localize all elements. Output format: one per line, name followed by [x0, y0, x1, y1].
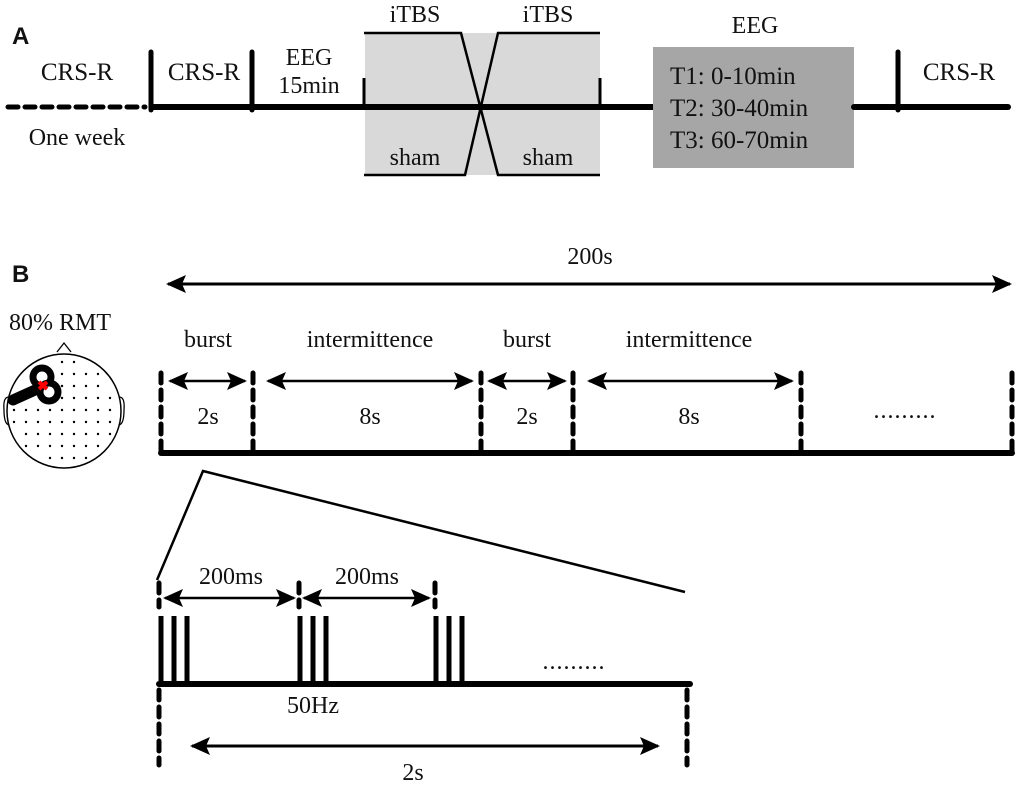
crossover-line-2	[364, 31, 600, 177]
segment-label-3: burst	[503, 327, 551, 353]
segment-label-2: intermittence	[307, 327, 434, 353]
electrode-dot	[60, 396, 64, 400]
inter-burst-label-2: 200ms	[335, 564, 399, 590]
electrode-dot	[24, 408, 28, 412]
electrode-dot	[48, 432, 52, 436]
electrode-dot	[84, 444, 88, 448]
intensity-label: 80% RMT	[9, 310, 111, 336]
inter-burst-label-1: 200ms	[199, 564, 263, 590]
panel-a-label: A	[12, 23, 29, 50]
electrode-dot	[36, 420, 40, 424]
eeg-post-title: EEG	[732, 13, 779, 39]
electrode-dot	[12, 408, 16, 412]
total-duration-label: 200s	[567, 244, 612, 270]
electrode-dot	[108, 396, 112, 400]
electrode-dot	[84, 432, 88, 436]
electrode-dot	[48, 444, 52, 448]
electrode-dot	[108, 408, 112, 412]
sham-label-right: sham	[523, 145, 574, 171]
electrode-dot	[96, 396, 100, 400]
eeg-time-t1: T1: 0-10min	[670, 63, 796, 90]
burst-train-duration: 2s	[402, 760, 423, 786]
zoom-callout-lines	[155, 469, 686, 594]
electrode-dot	[84, 456, 88, 460]
segment-duration-2: 8s	[359, 404, 380, 430]
electrode-dot	[60, 360, 64, 364]
electrode-dot	[60, 420, 64, 424]
electrode-dot	[48, 408, 52, 412]
eeg-pre-duration: 15min	[278, 73, 339, 99]
crossover-line-1	[364, 31, 600, 177]
baseline-crs-label: CRS-R	[41, 59, 114, 86]
electrode-dot	[96, 432, 100, 436]
target-marker	[37, 380, 49, 391]
electrode-dot	[72, 456, 76, 460]
electrode-dot	[84, 420, 88, 424]
panel-b: B 80% RMT 200s burst intermittence burst…	[3, 244, 1015, 786]
itbs-label-left: iTBS	[390, 2, 441, 28]
segment-duration-4: 8s	[678, 404, 699, 430]
electrode-dot	[36, 408, 40, 412]
electrode-dot	[96, 444, 100, 448]
head-coil-icon	[3, 341, 125, 469]
pre-crs-label: CRS-R	[168, 59, 241, 86]
electrode-dot	[72, 408, 76, 412]
electrode-dot	[36, 432, 40, 436]
post-crs-label: CRS-R	[923, 59, 996, 86]
electrode-dot	[24, 444, 28, 448]
electrode-dot	[72, 432, 76, 436]
electrode-dot	[12, 420, 16, 424]
electrode-dot	[84, 372, 88, 376]
segment-duration-3: 2s	[516, 404, 537, 430]
electrode-dot	[60, 444, 64, 448]
electrode-dot	[96, 384, 100, 388]
electrode-dot	[108, 432, 112, 436]
electrode-dot	[24, 432, 28, 436]
sham-label-left: sham	[390, 145, 441, 171]
eeg-time-t2: T2: 30-40min	[670, 95, 809, 122]
electrode-dot	[72, 420, 76, 424]
segment-label-4: intermittence	[626, 327, 753, 353]
electrode-dot	[72, 444, 76, 448]
electrode-dot	[72, 396, 76, 400]
electrode-dot	[36, 444, 40, 448]
panel-b-label: B	[12, 261, 29, 288]
electrode-dot	[60, 408, 64, 412]
burst-ellipsis: .........	[543, 649, 606, 675]
electrode-dot	[24, 420, 28, 424]
segment-ellipsis: .........	[874, 398, 937, 424]
electrode-dot	[48, 420, 52, 424]
electrode-dot	[84, 396, 88, 400]
electrode-dot	[96, 408, 100, 412]
electrode-dot	[48, 456, 52, 460]
electrode-dot	[72, 372, 76, 376]
segment-label-1: burst	[184, 327, 232, 353]
electrode-dot	[60, 456, 64, 460]
electrode-dot	[60, 372, 64, 376]
electrode-dot	[72, 384, 76, 388]
frequency-label: 50Hz	[287, 693, 339, 719]
electrode-dot	[84, 408, 88, 412]
eeg-post-box	[653, 47, 854, 168]
one-week-label: One week	[29, 125, 126, 151]
electrode-dot	[84, 384, 88, 388]
panel-a: A CRS-R One week CRS-R EEG 15min iTBS iT…	[5, 2, 1011, 177]
electrode-dot	[96, 420, 100, 424]
electrode-dot	[108, 420, 112, 424]
eeg-time-t3: T3: 60-70min	[670, 127, 809, 154]
eeg-pre-label: EEG	[286, 45, 333, 71]
electrode-dot	[60, 432, 64, 436]
segment-duration-1: 2s	[197, 404, 218, 430]
electrode-dot	[96, 372, 100, 376]
electrode-dot	[60, 384, 64, 388]
itbs-label-right: iTBS	[523, 2, 574, 28]
electrode-dot	[72, 360, 76, 364]
